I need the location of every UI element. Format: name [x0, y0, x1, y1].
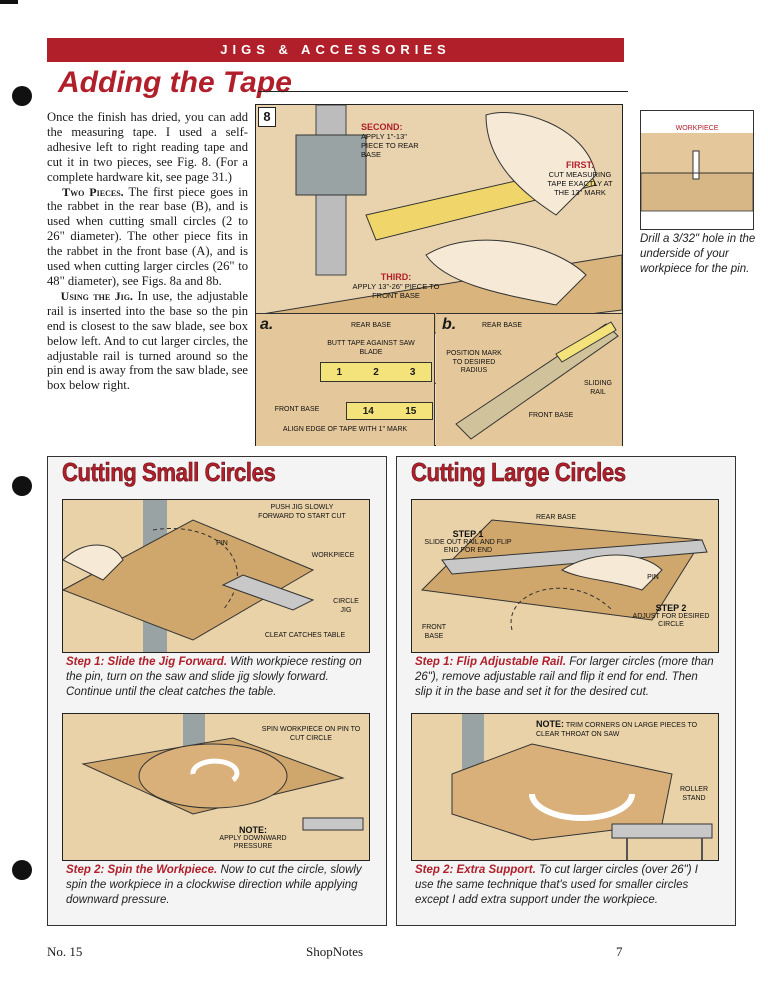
detail-b-rear: REAR BASE — [481, 322, 523, 329]
step-lead: Step 1: Flip Adjustable Rail. — [415, 656, 567, 668]
large-step2-caption: Step 2: Extra Support. To cut larger cir… — [415, 863, 717, 908]
second-text: APPLY 1"-13" PIECE TO REAR BASE — [361, 132, 419, 159]
detail-a-align: ALIGN EDGE OF TAPE WITH 1" MARK — [282, 426, 408, 433]
step-lead: Step 1: Slide the Jig Forward. — [66, 656, 228, 668]
step-text: Now to cut the circle, slowly spin the w… — [66, 864, 362, 906]
small-step1-figure: PUSH JIG SLOWLY FORWARD TO START CUT PIN… — [62, 499, 370, 653]
bullet-icon — [12, 476, 32, 496]
step-lead: Step 2: Spin the Workpiece. — [66, 864, 218, 876]
footer-page: 7 — [616, 944, 623, 959]
tape-tick: 3 — [409, 366, 416, 378]
intro-paragraph-3: In use, the adjustable rail is inserted … — [47, 288, 248, 393]
small-step2-art — [81, 714, 364, 831]
circle-jig-label: CIRCLE JIG — [333, 598, 359, 614]
tape-tick: 14 — [362, 405, 374, 417]
small-step2-caption: Step 2: Spin the Workpiece. Now to cut t… — [66, 863, 368, 908]
large-step2-art — [451, 714, 713, 860]
detail-a-butt: BUTT TAPE AGAINST SAW BLADE — [327, 340, 415, 356]
first-text: CUT MEASURING TAPE EXACTLY AT THE 13" MA… — [547, 170, 613, 197]
detail-a: a. REAR BASE BUTT TAPE AGAINST SAW BLADE… — [256, 313, 435, 446]
workpiece-art — [641, 133, 753, 212]
step1-title: STEP 1 — [452, 529, 484, 539]
detail-a-letter: a. — [260, 316, 274, 333]
figure-8: 8 SECOND: APPLY 1"-13" PIECE TO REAR BAS… — [255, 104, 623, 446]
small-circles-panel: Cutting Small Circles PUSH JIG SLOWLY FO… — [47, 456, 387, 926]
detail-a-rear: REAR BASE — [350, 322, 392, 329]
detail-b-position: POSITION MARK TO DESIRED RADIUS — [446, 350, 502, 374]
detail-b-letter: b. — [442, 316, 457, 333]
corner-mark — [0, 0, 18, 4]
step1-text: SLIDE OUT RAIL AND FLIP END FOR END — [424, 538, 512, 555]
step1-box: STEP 1 SLIDE OUT RAIL AND FLIP END FOR E… — [420, 530, 516, 556]
tape-tick: 15 — [405, 405, 417, 417]
small-circles-heading: Cutting Small Circles — [62, 457, 276, 488]
large-step1-art — [420, 519, 708, 631]
intro-paragraph-2: The first piece goes in the rabbet in th… — [47, 184, 249, 288]
large-step2-figure: NOTE: TRIM CORNERS ON LARGE PIECES TO CL… — [411, 713, 719, 861]
front-base-label: FRONT BASE — [421, 624, 447, 640]
note-title: NOTE: — [536, 719, 564, 729]
run-in-head: Two Pieces. — [62, 184, 124, 199]
pin-label: PIN — [647, 574, 659, 581]
tape-tick: 2 — [373, 366, 379, 378]
figure-number: 8 — [258, 107, 276, 127]
step2-text: ADJUST FOR DESIRED CIRCLE — [632, 612, 710, 629]
step-text: For larger circles (more than 26"), remo… — [415, 656, 714, 698]
large-circles-panel: Cutting Large Circles REAR BASE STEP 1 S… — [396, 456, 736, 926]
note-text: APPLY DOWNWARD PRESSURE — [219, 834, 287, 851]
small-step2-figure: SPIN WORKPIECE ON PIN TO CUT CIRCLE NOTE… — [62, 713, 370, 861]
figure-8-art — [256, 105, 622, 426]
run-in-head: Using the Jig. — [60, 288, 133, 303]
tape-tick: 1 — [336, 366, 343, 378]
second-title: SECOND: — [361, 122, 403, 132]
note-text: TRIM CORNERS ON LARGE PIECES TO CLEAR TH… — [536, 722, 698, 738]
workpiece-caption: Drill a 3/32" hole in the underside of y… — [640, 233, 756, 275]
large-step1-caption: Step 1: Flip Adjustable Rail. For larger… — [415, 655, 717, 700]
first-callout: FIRST: CUT MEASURING TAPE EXACTLY AT THE… — [540, 160, 620, 198]
intro-text: Once the finish has dried, you can add t… — [47, 110, 248, 393]
step-text: With workpiece resting on the pin, turn … — [66, 656, 362, 698]
tape-strip: 1 2 3 — [320, 362, 432, 382]
detail-a-front: FRONT BASE — [274, 406, 320, 413]
third-title: THIRD: — [380, 272, 412, 282]
tape-strip-2: 14 15 — [346, 402, 433, 420]
bullet-icon — [12, 86, 32, 106]
step2-box: STEP 2 ADJUST FOR DESIRED CIRCLE — [626, 604, 716, 630]
workpiece-label: WORKPIECE — [311, 552, 355, 559]
intro-paragraph-1: Once the finish has dried, you can add t… — [47, 110, 248, 184]
second-callout: SECOND: APPLY 1"-13" PIECE TO REAR BASE — [361, 122, 431, 160]
small-step1-caption: Step 1: Slide the Jig Forward. With work… — [66, 655, 368, 700]
note-box: NOTE: TRIM CORNERS ON LARGE PIECES TO CL… — [536, 720, 716, 739]
pin-label: PIN — [216, 540, 228, 547]
roller-stand-label: ROLLER STAND — [679, 786, 708, 802]
section-banner: JIGS & ACCESSORIES — [47, 38, 624, 62]
detail-b: b. REAR BASE POSITION MARK TO DESIRED RA… — [436, 313, 622, 446]
first-title: FIRST: — [566, 160, 594, 170]
footer-issue: No. 15 — [47, 944, 83, 959]
footer-magazine: ShopNotes — [306, 944, 364, 959]
bullet-icon — [12, 860, 32, 880]
detail-b-front: FRONT BASE — [528, 412, 574, 419]
workpiece-figure: WORKPIECE — [640, 110, 754, 230]
cleat-label: CLEAT CATCHES TABLE — [264, 632, 346, 639]
rear-base-label: REAR BASE — [535, 514, 577, 521]
spin-label: SPIN WORKPIECE ON PIN TO CUT CIRCLE — [261, 726, 361, 742]
note-title: NOTE: — [239, 825, 267, 835]
page-title: Adding the Tape — [58, 66, 292, 99]
third-text: APPLY 13"-26" PIECE TO FRONT BASE — [352, 282, 440, 300]
small-step1-art — [63, 500, 315, 652]
step-text: To cut larger circles (over 26") I use t… — [415, 864, 698, 906]
push-label: PUSH JIG SLOWLY FORWARD TO START CUT — [258, 504, 346, 520]
detail-b-sliding: SLIDING RAIL — [583, 380, 612, 396]
large-circles-heading: Cutting Large Circles — [411, 457, 627, 488]
title-rule — [258, 91, 628, 92]
third-callout: THIRD: APPLY 13"-26" PIECE TO FRONT BASE — [346, 272, 446, 301]
large-step1-figure: REAR BASE STEP 1 SLIDE OUT RAIL AND FLIP… — [411, 499, 719, 653]
note-box: NOTE: APPLY DOWNWARD PRESSURE — [203, 826, 303, 852]
rail-art — [455, 321, 619, 440]
step2-title: STEP 2 — [655, 603, 687, 613]
step-lead: Step 2: Extra Support. — [415, 864, 536, 876]
workpiece-label: WORKPIECE — [675, 125, 719, 132]
